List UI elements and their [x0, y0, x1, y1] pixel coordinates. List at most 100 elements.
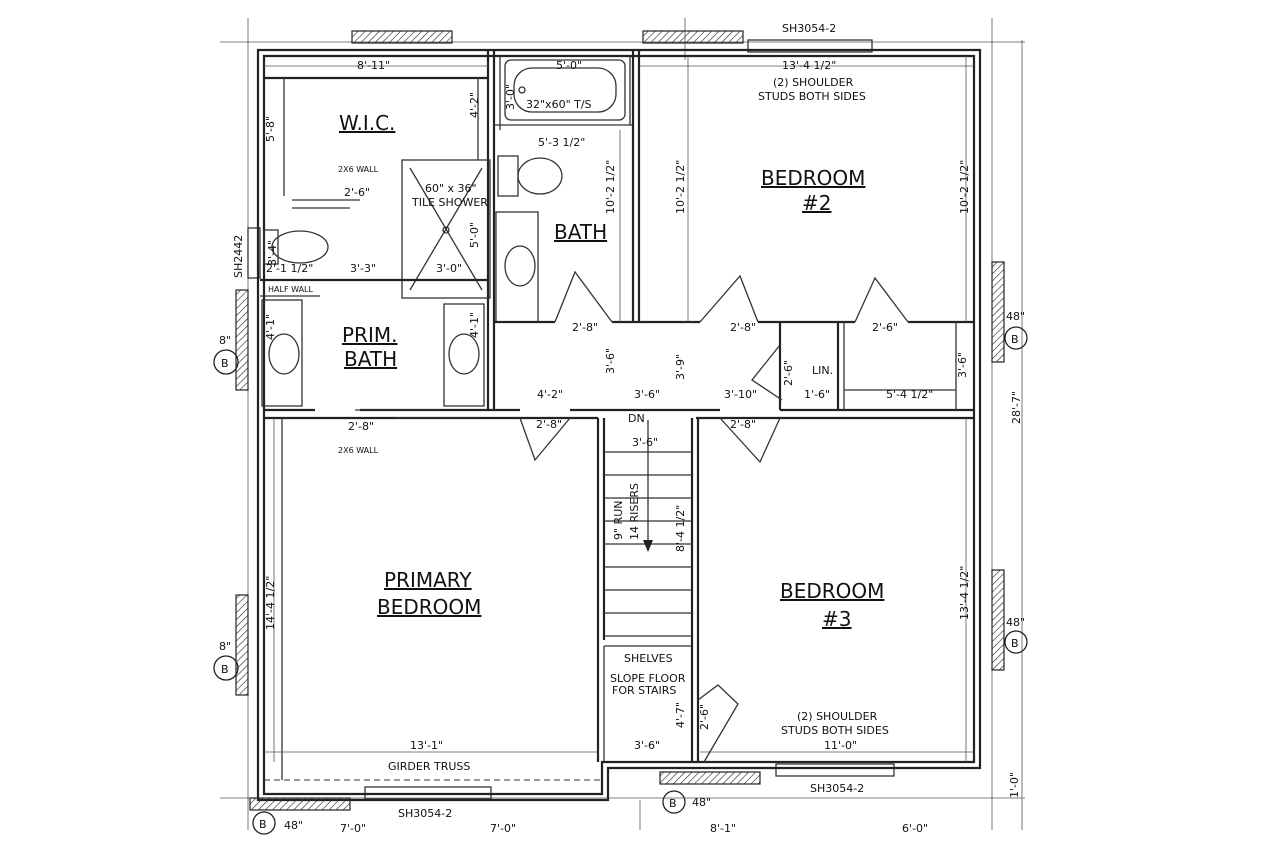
- room-prim-bath-line2: BATH: [344, 347, 397, 371]
- note-window-left: SH2442: [232, 235, 245, 278]
- dim-3-6-shelf: 3'-6": [634, 739, 660, 752]
- dim-2-6-closet: 2'-6": [872, 321, 898, 334]
- dim-3-3: 3'-3": [350, 262, 376, 275]
- dim-5-3: 5'-3 1/2": [538, 136, 585, 149]
- marker-b-2: [213, 655, 239, 681]
- note-stairs-2: 14 RISERS: [628, 483, 641, 540]
- note-half-wall: HALF WALL: [268, 285, 313, 294]
- note-2x6-top: 2X6 WALL: [338, 165, 379, 174]
- dim-3-6-hall-v: 3'-6": [604, 348, 617, 374]
- room-labels: W.I.C. BATH PRIM. BATH BEDROOM #2 BEDROO…: [339, 111, 884, 631]
- dim-3-0-tub: 3'-0": [504, 84, 517, 110]
- marker-b-2-label: B: [221, 663, 229, 676]
- exterior-walls: [256, 48, 982, 802]
- dim-13-1: 13'-1": [410, 739, 443, 752]
- room-primary-line1: PRIMARY: [384, 568, 472, 592]
- marker-b-4: [1004, 630, 1028, 654]
- dim-14-4: 14'-4 1/2": [264, 576, 277, 630]
- note-shelves: SHELVES: [624, 652, 673, 665]
- dim-4-1-a: 4'-1": [264, 314, 277, 340]
- dim-10-2-b: 10'-2 1/2": [674, 160, 687, 214]
- marker-b-6-label: B: [259, 818, 267, 831]
- marker-b-3: [1004, 326, 1028, 350]
- dim-8-4: 8'-4 1/2": [674, 505, 687, 552]
- dim-5-8: 5'-8": [264, 116, 277, 142]
- note-shoulder-top-1: (2) SHOULDER: [773, 76, 854, 89]
- dim-5-0-tub: 5'-0": [556, 59, 582, 72]
- dim-4-1-b: 4'-1": [468, 312, 481, 338]
- room-primary-line2: BEDROOM: [377, 595, 481, 619]
- dim-28-7: 28'-7": [1010, 391, 1023, 424]
- dimension-labels: 8'-11" 5'-0" 13'-4 1/2" 5'-8" 4'-2" 3'-0…: [219, 59, 1025, 835]
- room-prim-bath-line1: PRIM.: [342, 323, 397, 347]
- marker-b-1: [213, 349, 239, 375]
- note-window-bottom-left: SH3054-2: [398, 807, 452, 820]
- room-bedroom3-line2: #3: [822, 607, 851, 631]
- note-shower-1: 60" x 36": [425, 182, 477, 195]
- dim-2-8-primary: 2'-8": [536, 418, 562, 431]
- dim-4-2-wic: 4'-2": [468, 92, 481, 118]
- note-window-bottom-right: SH3054-2: [810, 782, 864, 795]
- dim-5-0-shower: 5'-0": [468, 222, 481, 248]
- note-slope-2: FOR STAIRS: [612, 684, 676, 697]
- room-bedroom2-line1: BEDROOM: [761, 166, 865, 190]
- note-2x6-bottom: 2X6 WALL: [338, 446, 379, 455]
- room-bedroom2-line2: #2: [802, 191, 831, 215]
- room-wic: W.I.C.: [339, 111, 395, 135]
- dim-2-6-door: 2'-6": [344, 186, 370, 199]
- dim-1-6: 1'-6": [804, 388, 830, 401]
- dim-1-0: 1'-0": [1008, 772, 1021, 798]
- dim-3-6-hall: 3'-6": [634, 388, 660, 401]
- dim-2-6-shelf: 2'-6": [698, 704, 711, 730]
- dim-13-4-top: 13'-4 1/2": [782, 59, 836, 72]
- dim-8-a: 8": [219, 334, 231, 347]
- dim-3-10: 3'-10": [724, 388, 757, 401]
- marker-b-5-label: B: [669, 797, 677, 810]
- dim-3-0-shower: 3'-0": [436, 262, 462, 275]
- dim-4-7: 4'-7": [674, 702, 687, 728]
- dim-48-a: 48": [1006, 310, 1025, 323]
- dim-8-11: 8'-11": [357, 59, 390, 72]
- fixtures: [263, 59, 626, 375]
- dim-2-8-primbath: 2'-8": [348, 420, 374, 433]
- note-tub: 32"x60" T/S: [526, 98, 592, 111]
- marker-b-1-label: B: [221, 357, 229, 370]
- note-shower-2: TILE SHOWER: [411, 196, 488, 209]
- section-markers: B B B B B B: [213, 326, 1028, 835]
- room-bedroom3-line1: BEDROOM: [780, 579, 884, 603]
- note-shoulder-bot-2: STUDS BOTH SIDES: [781, 724, 889, 737]
- note-girder: GIRDER TRUSS: [388, 760, 470, 773]
- note-shoulder-bot-1: (2) SHOULDER: [797, 710, 878, 723]
- reference-lines: [220, 18, 1025, 830]
- note-window-top: SH3054-2: [782, 22, 836, 35]
- dim-48-d: 48": [284, 819, 303, 832]
- note-stairs-1: 9" RUN: [612, 501, 625, 540]
- note-slope-1: SLOPE FLOOR: [610, 672, 686, 685]
- dim-2-6-lin: 2'-6": [782, 360, 795, 386]
- dim-5-4: 5'-4 1/2": [886, 388, 933, 401]
- interior-walls: [260, 50, 974, 781]
- room-bath: BATH: [554, 220, 607, 244]
- marker-b-5: [662, 790, 686, 814]
- note-lin: LIN.: [812, 364, 833, 377]
- dim-13-4-right: 13'-4 1/2": [958, 566, 971, 620]
- dim-8-1: 8'-1": [710, 822, 736, 835]
- dim-6-0: 6'-0": [902, 822, 928, 835]
- marker-b-3-label: B: [1011, 333, 1019, 346]
- dim-8-b: 8": [219, 640, 231, 653]
- doors: [292, 199, 909, 763]
- dim-2-8-bath: 2'-8": [572, 321, 598, 334]
- dim-2-8-bed2: 2'-8": [730, 321, 756, 334]
- dim-10-2-a: 10'-2 1/2": [604, 160, 617, 214]
- windows: [247, 39, 895, 800]
- marker-b-4-label: B: [1011, 637, 1019, 650]
- notes: SH3054-2 SH3054-2 SH3054-2 SH2442 32"x60…: [232, 22, 889, 820]
- dim-3-6-stairs: 3'-6": [632, 436, 658, 449]
- note-shoulder-top-2: STUDS BOTH SIDES: [758, 90, 866, 103]
- dim-7-0-b: 7'-0": [490, 822, 516, 835]
- marker-b-6: [252, 811, 276, 835]
- dim-3-4: 3'-4": [266, 240, 279, 266]
- dim-7-0-a: 7'-0": [340, 822, 366, 835]
- dim-2-8-bed3: 2'-8": [730, 418, 756, 431]
